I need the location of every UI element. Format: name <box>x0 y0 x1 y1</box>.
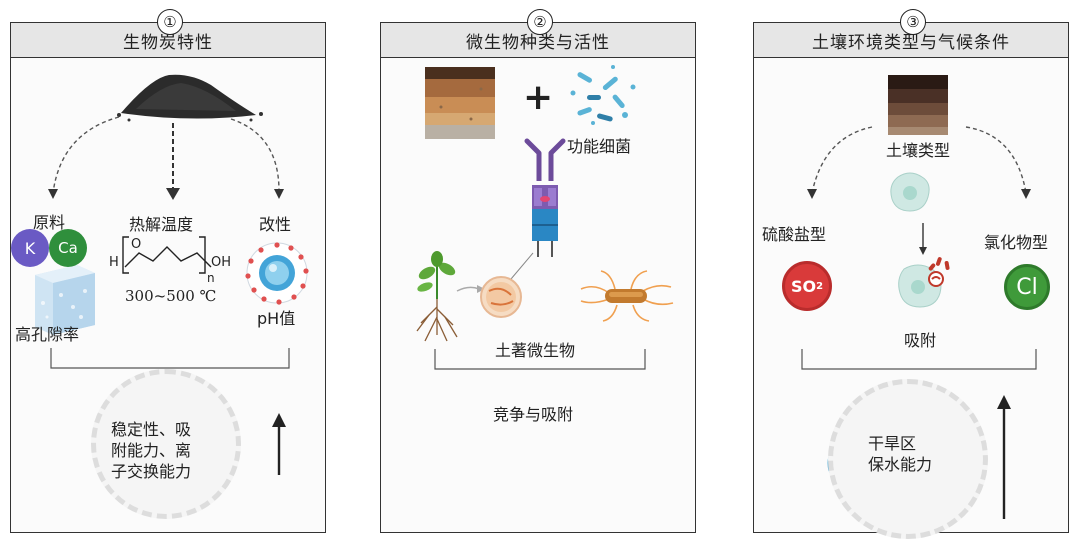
arrow-right <box>965 126 1027 194</box>
label-adsorption: 吸附 <box>904 331 937 350</box>
center-circle <box>91 369 241 519</box>
center-line-1: 稳定性、吸 <box>111 420 192 439</box>
cell-icon <box>890 172 930 212</box>
petri-dish-icon <box>480 276 522 318</box>
so2-text: SO <box>790 276 817 296</box>
ion-ca: Ca <box>49 229 87 267</box>
so2-subscript: 2 <box>816 280 824 292</box>
label-chloride-type: 氯化物型 <box>984 233 1049 252</box>
panel-number: ① <box>157 9 183 35</box>
bracket <box>434 349 646 370</box>
label-competition: 竞争与吸附 <box>493 405 574 424</box>
soil-cube-icon <box>425 67 495 139</box>
rod-bacterium-icon <box>580 270 674 322</box>
label-ph: pH值 <box>257 309 296 328</box>
biochar-pile-icon <box>117 74 263 122</box>
center-line-1: 干旱区 <box>868 434 917 453</box>
panel-soil-climate: 土壤环境类型与气候条件 <box>753 9 1069 539</box>
chemical-structure <box>122 236 212 274</box>
center-text: 稳定性、吸 附能力、离 子交换能力 <box>111 419 191 482</box>
center-text: 干旱区 保水能力 <box>868 433 932 475</box>
panel-biochar: 生物炭特性 <box>10 9 326 533</box>
panel-microbes: 微生物种类与活性 <box>380 9 696 533</box>
bacteria-cluster-icon <box>570 65 636 125</box>
label-soil-type: 土壤类型 <box>886 141 951 160</box>
ion-k: K <box>11 229 49 267</box>
center-line-2: 附能力、离 <box>111 441 192 460</box>
cell-adsorbed-icon <box>898 257 950 308</box>
label-raw-material: 原料 <box>33 213 66 232</box>
label-functional-bacteria: 功能细菌 <box>567 137 632 156</box>
arrow-left <box>811 126 873 194</box>
chem-n: n <box>207 271 215 285</box>
arrow-left <box>52 116 120 194</box>
ph-particle-icon <box>245 242 309 305</box>
label-porosity: 高孔隙率 <box>15 325 80 344</box>
arrow-right <box>230 118 280 192</box>
label-native-microbes: 土著微生物 <box>495 341 576 360</box>
panel1-graphics <box>35 74 309 475</box>
bracket <box>801 349 1037 370</box>
label-modification: 改性 <box>259 215 292 234</box>
cl-icon: Cl <box>1004 264 1050 310</box>
label-sulfate-type: 硫酸盐型 <box>762 225 827 244</box>
panel-number: ② <box>527 9 553 35</box>
plant-icon <box>416 251 458 342</box>
panel2-graphics <box>416 65 674 370</box>
chem-o: O <box>131 237 142 252</box>
chem-oh: OH <box>211 255 232 270</box>
center-circle <box>828 379 988 539</box>
chem-h: H <box>109 255 119 270</box>
label-temp-range: 300~500 ℃ <box>125 287 217 305</box>
label-pyrolysis-temp: 热解温度 <box>129 215 194 234</box>
porous-block-icon <box>35 265 95 335</box>
antibody-icon <box>524 138 566 257</box>
panel-number: ③ <box>900 9 926 35</box>
plus-sign: + <box>523 77 554 118</box>
center-line-2: 保水能力 <box>868 455 933 474</box>
center-line-3: 子交换能力 <box>111 462 192 481</box>
soil-profile-icon <box>888 75 948 135</box>
bracket <box>50 348 290 369</box>
